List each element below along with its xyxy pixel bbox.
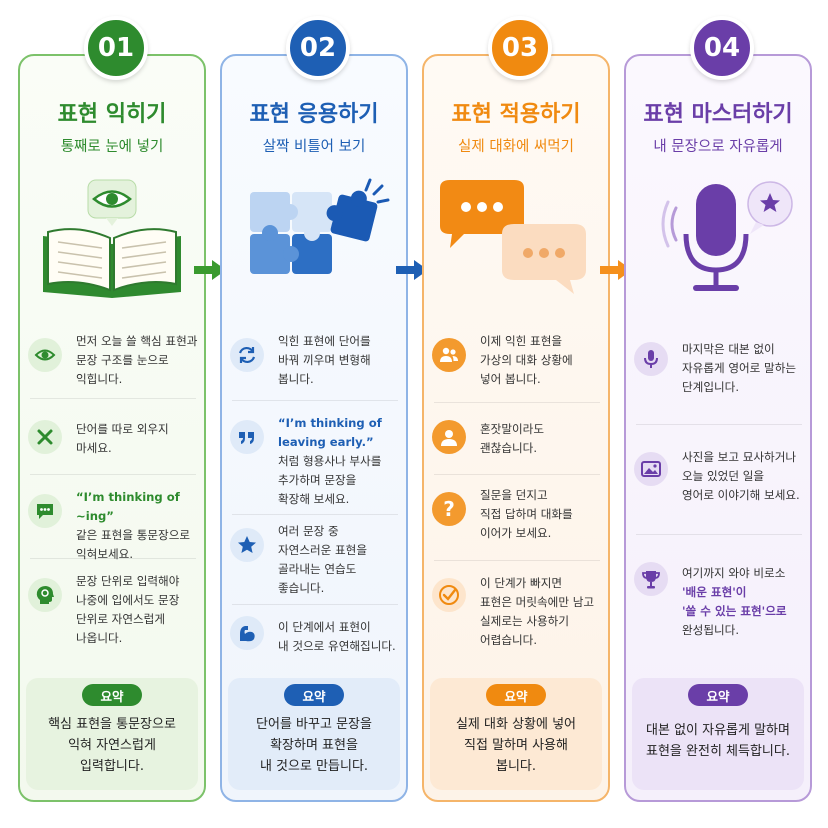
step-1-subtitle: 통째로 눈에 넣기 [60, 139, 164, 155]
image-icon [634, 452, 668, 486]
microphone-icon [634, 342, 668, 376]
step-3-title: 표현 적용하기 [451, 102, 581, 127]
step-4-number: 04 [690, 16, 754, 80]
eye-icon [28, 338, 62, 372]
step-4-card [624, 54, 812, 802]
summary-label: 요약 [82, 684, 142, 706]
chat-bubble-icon [28, 494, 62, 528]
step-4-subtitle: 내 문장으로 자유롭게 [653, 139, 783, 155]
step-2-title: 표현 응용하기 [249, 102, 379, 127]
summary-label: 요약 [688, 684, 748, 706]
step-2-subtitle: 살짝 비틀어 보기 [262, 139, 366, 155]
step-2-row-2: “I’m thinking of leaving early.” 처럼 형용사나… [278, 416, 382, 506]
summary-label: 요약 [486, 684, 546, 706]
star-icon [230, 528, 264, 562]
muscle-arm-icon [230, 616, 264, 650]
step-1-number: 01 [84, 16, 148, 80]
step-2-number: 02 [286, 16, 350, 80]
refresh-icon [230, 338, 264, 372]
step-3-number: 03 [488, 16, 552, 80]
chat-bubbles-illustration [440, 180, 586, 294]
microphone-illustration [661, 181, 793, 291]
person-icon [432, 420, 466, 454]
people-icon [432, 338, 466, 372]
open-book-illustration [43, 179, 181, 298]
step-4-title: 표현 마스터하기 [643, 102, 793, 127]
puzzle-illustration [250, 178, 390, 274]
step-3-subtitle: 실제 대화에 써먹기 [458, 139, 574, 155]
brain-head-icon [28, 578, 62, 612]
step-1-title: 표현 익히기 [57, 102, 167, 127]
step-4-row-3: 여기까지 와야 비로소 '배운 표현'이 '쓸 수 있는 표현'으로 완성됩니다… [682, 566, 787, 637]
trophy-icon [634, 562, 668, 596]
quote-icon [230, 420, 264, 454]
arrow-right-icon [396, 260, 428, 280]
summary-label: 요약 [284, 684, 344, 706]
check-circle-icon [432, 578, 466, 612]
arrow-right-icon [194, 260, 226, 280]
eye-speech-icon [87, 179, 137, 226]
question-icon: ? [432, 492, 466, 526]
close-icon [28, 420, 62, 454]
